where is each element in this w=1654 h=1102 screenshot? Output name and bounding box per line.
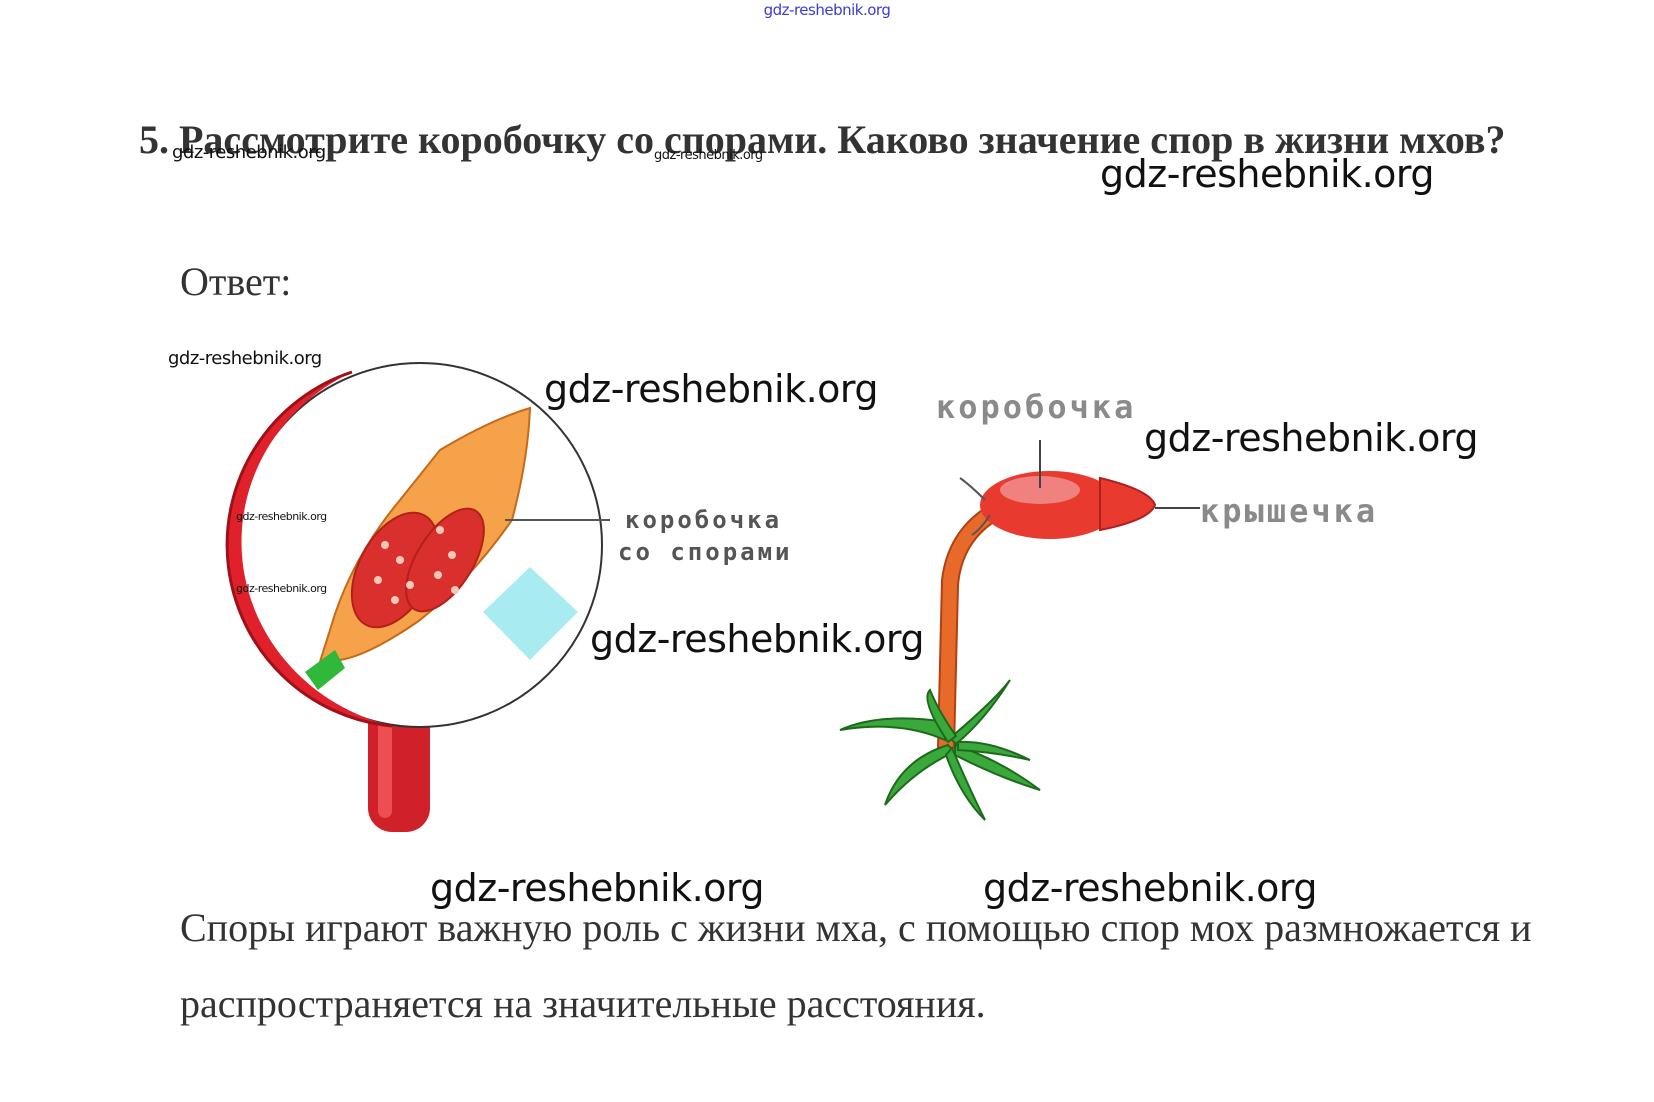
watermark: gdz-reshebnik.org [1144,416,1479,460]
watermark: gdz-reshebnik.org [544,367,879,411]
watermark: gdz-reshebnik.org [590,617,925,661]
label-capsule-with-spores-2: со спорами [618,538,793,566]
question-text: 5. Рассмотрите коробочку со спорами. Как… [139,117,1506,162]
spore-mass-right [405,507,485,613]
watermark: gdz-reshebnik.org [983,866,1318,910]
site-link[interactable]: gdz-reshebnik.org [763,1,891,19]
watermark: gdz-reshebnik.org [236,510,327,523]
label-lid: крышечка [1200,492,1379,530]
cyan-diamond [483,567,578,660]
magnifier-rim [227,372,392,726]
answer-text: Споры играют важную роль с жизни мха, с … [180,905,1532,1026]
watermark: gdz-reshebnik.org [1100,152,1435,196]
watermark: gdz-reshebnik.org [168,348,322,369]
label-capsule-with-spores-1: коробочка [625,506,783,534]
watermark: gdz-reshebnik.org [236,582,327,595]
answer-label: Ответ: [180,259,292,304]
moss-capsule-lid [1099,476,1157,532]
watermark: gdz-reshebnik.org [654,148,763,163]
moss-stem [936,503,1002,749]
watermark: gdz-reshebnik.org [430,866,765,910]
watermark: gdz-reshebnik.org [172,142,326,163]
label-capsule: коробочка [936,388,1137,426]
moss-leaves [839,679,1041,821]
